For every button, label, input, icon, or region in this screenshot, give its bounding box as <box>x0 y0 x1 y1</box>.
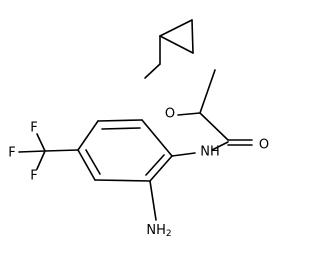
chemical-structure: O O NH F F F NH2 <box>8 19 269 240</box>
bond-ring-cf3 <box>44 149 79 152</box>
amine-subscript: 2 <box>166 229 172 239</box>
amide-nh-label: NH <box>200 145 220 160</box>
bond-carbonyl-nh <box>211 141 229 151</box>
benzene-bond-4 <box>77 149 96 181</box>
bond-c-f-top <box>36 133 46 152</box>
ether-oxygen-label: O <box>165 107 175 122</box>
bond-nh-ring <box>171 152 196 157</box>
benzene-bond-2 <box>97 119 143 122</box>
benzene-bond-3 <box>77 120 99 151</box>
benzene-inner-2 <box>85 149 101 175</box>
bond-ring-b <box>159 35 194 54</box>
bond-ring-c <box>191 19 194 54</box>
bond-ch-methyl <box>199 69 216 114</box>
fluorine-left-label: F <box>8 146 15 161</box>
benzene-inner-3 <box>145 154 165 176</box>
benzene-bond-1 <box>141 119 173 157</box>
bond-ch2-o <box>144 63 161 79</box>
benzene-inner-1 <box>101 127 141 130</box>
fluorine-bottom-label: F <box>30 169 37 184</box>
bond-c-f-bottom <box>36 150 46 170</box>
carbonyl-oxygen-label: O <box>259 138 269 153</box>
benzene-bond-6 <box>149 155 173 182</box>
benzene-bond-5 <box>94 179 151 182</box>
bond-ch-carbonyl <box>199 112 229 141</box>
amine-nh: NH <box>146 223 166 238</box>
bond-o-ch <box>177 112 201 116</box>
bond-ring-nh2 <box>149 180 157 221</box>
fluorine-top-label: F <box>30 121 37 136</box>
bond-ring-a <box>159 19 193 37</box>
amine-label: NH2 <box>146 223 171 240</box>
bond-c-f-left <box>18 150 46 153</box>
